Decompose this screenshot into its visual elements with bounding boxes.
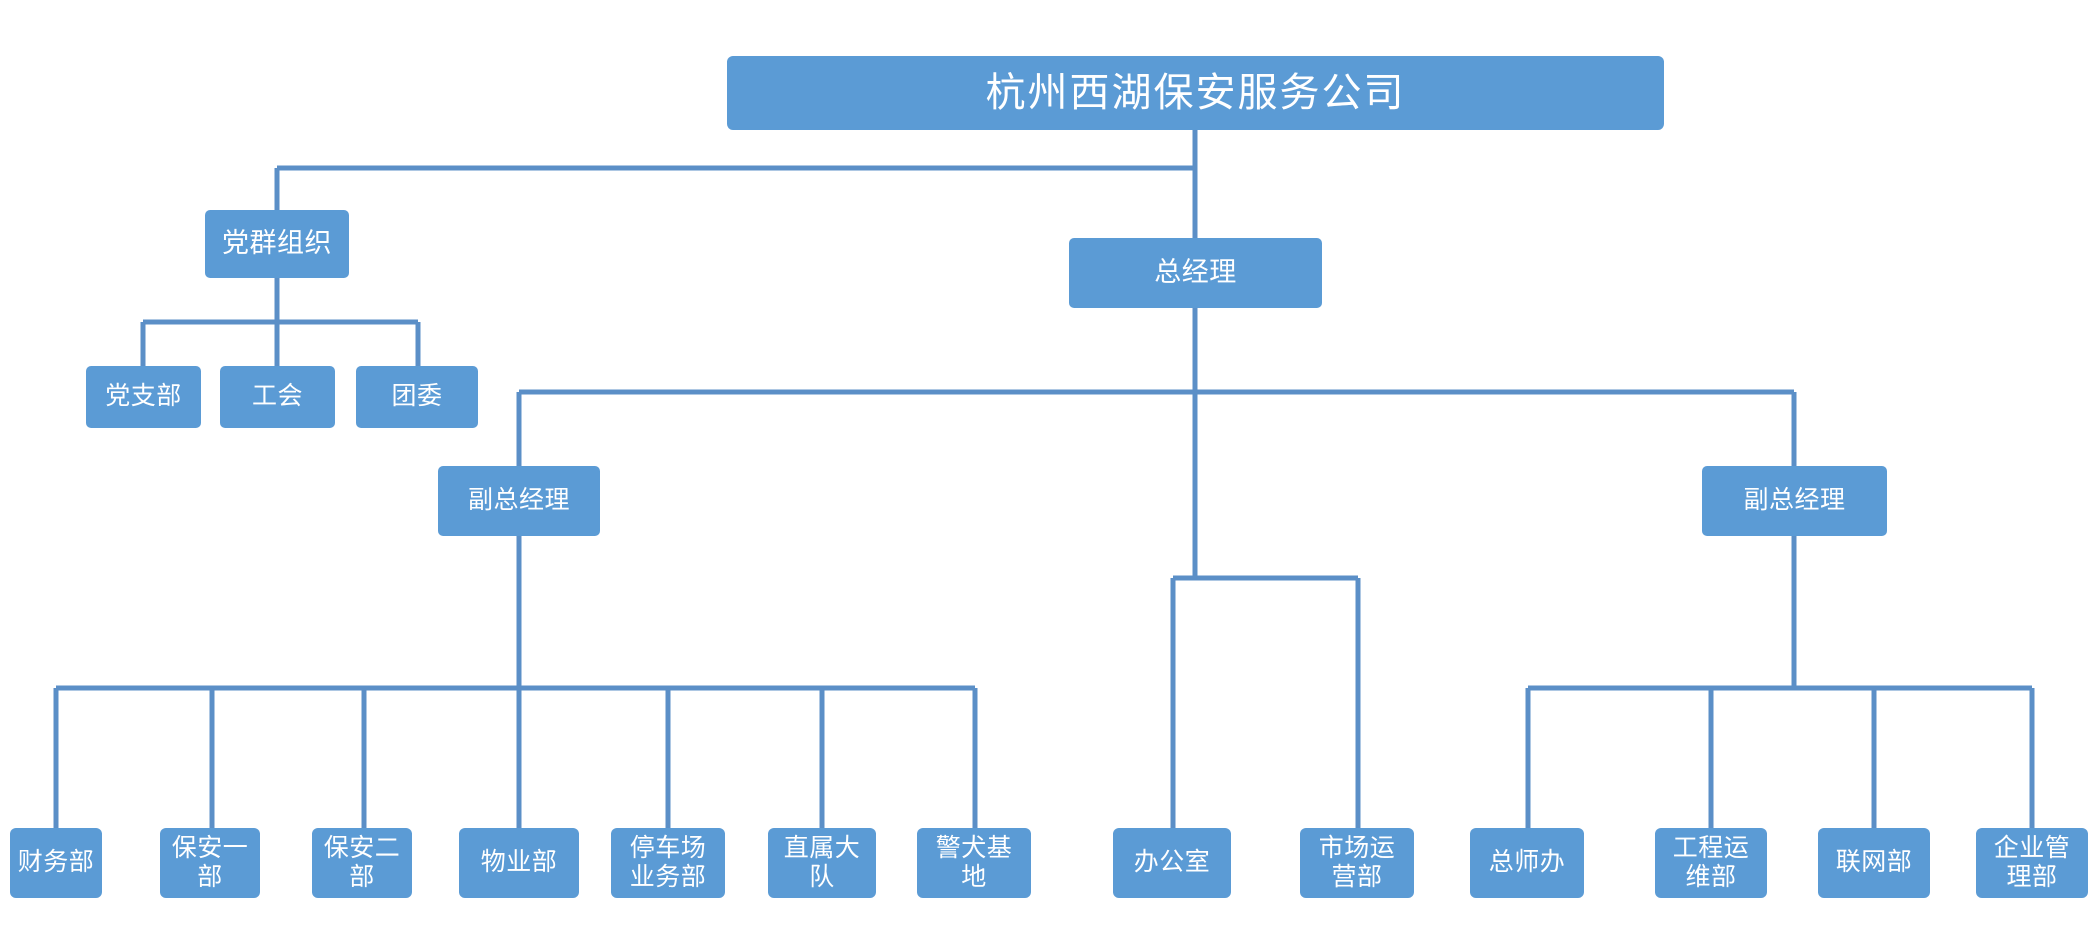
node-enterprise-mgmt[interactable]: 企业管 理部: [1976, 828, 2088, 898]
node-deputy-gm-left[interactable]: 副总经理: [438, 466, 600, 536]
node-party-group[interactable]: 党群组织: [205, 210, 349, 278]
node-chief-engineer-office[interactable]: 总师办: [1470, 828, 1584, 898]
node-direct-brigade[interactable]: 直属大 队: [768, 828, 876, 898]
node-engineering-ops[interactable]: 工程运 维部: [1655, 828, 1767, 898]
node-networking[interactable]: 联网部: [1818, 828, 1930, 898]
node-finance[interactable]: 财务部: [10, 828, 102, 898]
node-root[interactable]: 杭州西湖保安服务公司: [727, 56, 1664, 130]
node-deputy-gm-right[interactable]: 副总经理: [1702, 466, 1887, 536]
node-party-branch[interactable]: 党支部: [86, 366, 201, 428]
node-general-manager[interactable]: 总经理: [1069, 238, 1322, 308]
node-market-ops[interactable]: 市场运 营部: [1300, 828, 1414, 898]
node-police-dog-base[interactable]: 警犬基 地: [917, 828, 1031, 898]
node-youth-league[interactable]: 团委: [356, 366, 478, 428]
node-office[interactable]: 办公室: [1113, 828, 1231, 898]
node-property[interactable]: 物业部: [459, 828, 579, 898]
node-security-two[interactable]: 保安二 部: [312, 828, 412, 898]
node-security-one[interactable]: 保安一 部: [160, 828, 260, 898]
node-labor-union[interactable]: 工会: [220, 366, 335, 428]
node-parking[interactable]: 停车场 业务部: [611, 828, 725, 898]
